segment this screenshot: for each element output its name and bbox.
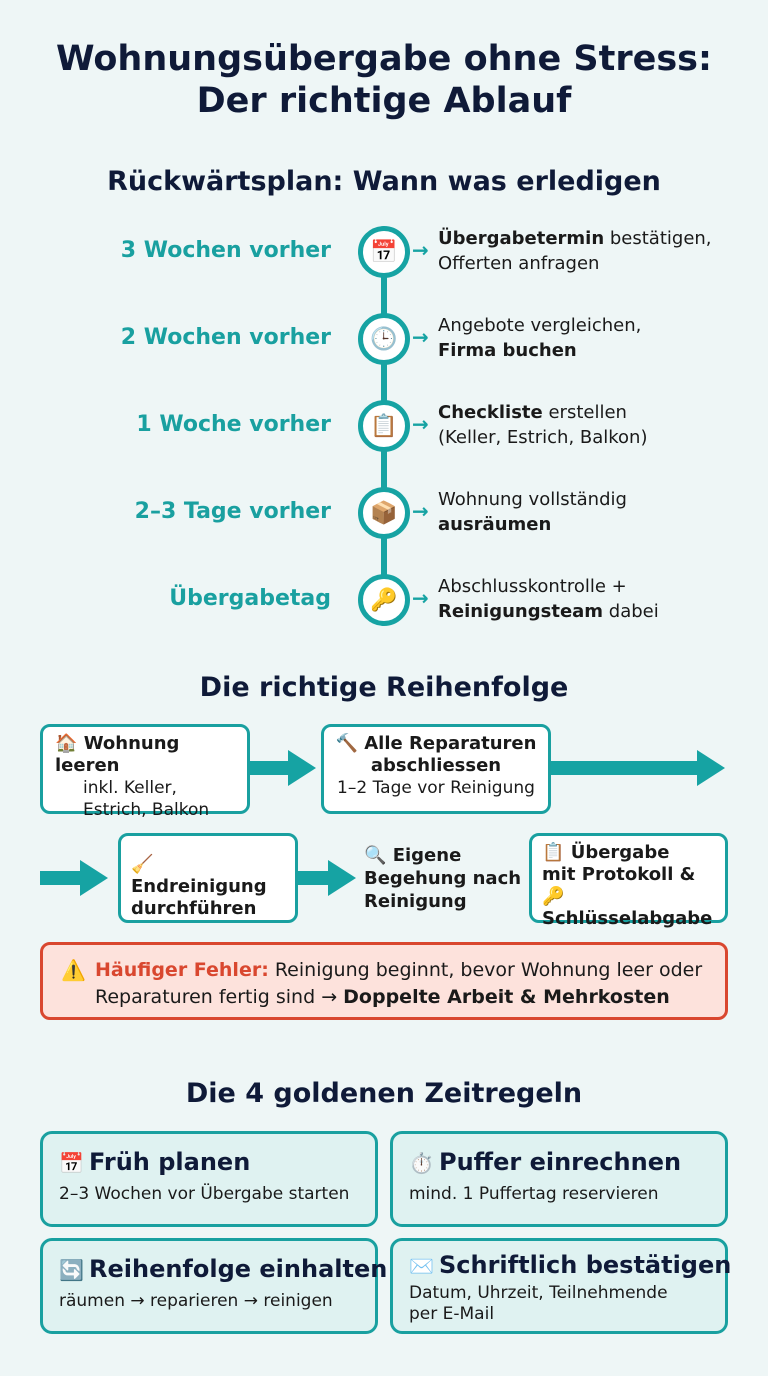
broom-icon: 🧹	[131, 854, 154, 875]
step-handover: 📋 Übergabe mit Protokoll & 🔑 Schlüsselab…	[529, 833, 728, 929]
timeline-text: Wohnung vollständig ausräumen	[438, 489, 627, 535]
arrow-right-icon: →	[412, 238, 429, 262]
calendar-icon: 📅	[59, 1151, 84, 1175]
hammer-icon: 🔨	[335, 733, 358, 754]
timeline-when: 2–3 Tage vorher	[134, 499, 331, 524]
timeline-text: Übergabetermin bestätigen, Offerten anfr…	[438, 228, 712, 274]
cycle-icon: 🔄	[59, 1258, 84, 1282]
timeline-step: 1 Woche vorher 📋 → Checkliste erstellen …	[0, 396, 768, 456]
rule-card: 🔄Reihenfolge einhalten räumen → reparier…	[40, 1238, 387, 1334]
key-icon: 🔑	[358, 574, 410, 626]
arrow-right-icon: →	[412, 325, 429, 349]
arrow-right-icon: →	[412, 412, 429, 436]
timeline-step: 3 Wochen vorher 📅 → Übergabetermin bestä…	[0, 222, 768, 282]
rule-card: ✉️Schriftlich bestätigen Datum, Uhrzeit,…	[390, 1238, 731, 1334]
timeline-when: Übergabetag	[169, 586, 331, 611]
title-line-1: Wohnungsübergabe ohne Stress:	[56, 39, 712, 79]
timeline-step: Übergabetag 🔑 → Abschlusskontrolle + Rei…	[0, 570, 768, 630]
warning-icon: ⚠️	[61, 958, 86, 982]
rule-card: 📅Früh planen 2–3 Wochen vor Übergabe sta…	[40, 1131, 378, 1227]
sequence-heading: Die richtige Reihenfolge	[199, 672, 569, 703]
timeline-step: 2 Wochen vorher 🕒 → Angebote vergleichen…	[0, 309, 768, 369]
timeline-step: 2–3 Tage vorher 📦 → Wohnung vollständig …	[0, 483, 768, 543]
title-line-2: Der richtige Ablauf	[196, 81, 572, 121]
house-icon: 🏠	[55, 733, 78, 754]
clipboard-icon: 📋	[542, 842, 565, 863]
calendar-icon: 📅	[358, 226, 410, 278]
page-title: Wohnungsübergabe ohne Stress: Der richti…	[0, 38, 768, 122]
timeline-when: 1 Woche vorher	[136, 412, 331, 437]
timeline-text: Abschlusskontrolle + Reinigungsteam dabe…	[438, 576, 659, 622]
warning-box: ⚠️ Häufiger Fehler: Reinigung beginnt, b…	[40, 942, 728, 1020]
envelope-icon: ✉️	[409, 1254, 434, 1278]
arrow-right-icon: →	[412, 586, 429, 610]
magnifier-icon: 🔍	[364, 845, 387, 866]
timeline-text: Checkliste erstellen (Keller, Estrich, B…	[438, 402, 648, 448]
arrow-right-icon: →	[412, 499, 429, 523]
clock-icon: 🕒	[358, 313, 410, 365]
rule-card: ⏱️Puffer einrechnen mind. 1 Puffertag re…	[390, 1131, 728, 1227]
box-icon: 📦	[358, 487, 410, 539]
step-final-cleaning: 🧹 Endreinigung durchführen	[118, 833, 298, 923]
timeline-when: 3 Wochen vorher	[120, 238, 331, 263]
step-repairs: 🔨 Alle Reparaturen abschliessen 1–2 Tage…	[321, 724, 551, 814]
clipboard-icon: 📋	[358, 400, 410, 452]
timeline-heading: Rückwärtsplan: Wann was erledigen	[107, 166, 661, 197]
stopwatch-icon: ⏱️	[409, 1151, 434, 1175]
step-empty-apartment: 🏠 Wohnung leeren inkl. Keller, Estrich, …	[40, 724, 250, 820]
rules-heading: Die 4 goldenen Zeitregeln	[185, 1078, 583, 1109]
timeline-text: Angebote vergleichen, Firma buchen	[438, 315, 642, 361]
step-own-inspection: 🔍 Eigene Begehung nach Reinigung	[364, 845, 522, 912]
warning-label: Häufiger Fehler:	[95, 959, 269, 981]
key-icon: 🔑	[542, 886, 565, 907]
timeline-when: 2 Wochen vorher	[120, 325, 331, 350]
